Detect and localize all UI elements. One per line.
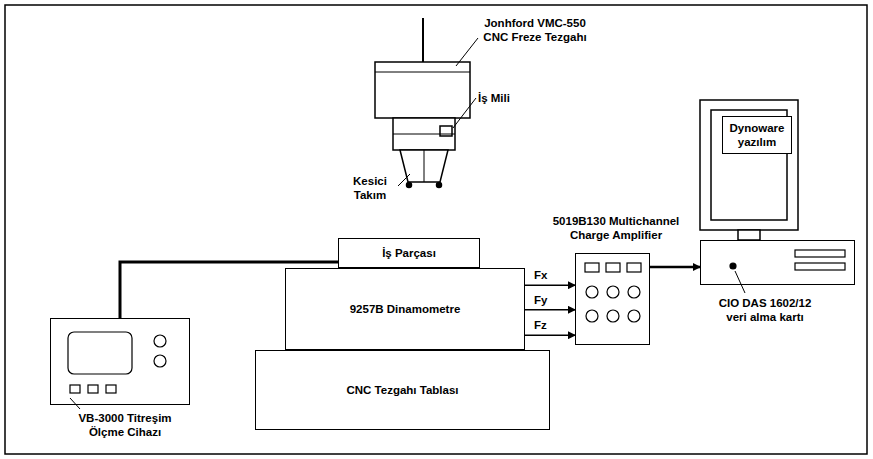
connector <box>525 334 575 336</box>
node-label: 5019B130 Multichannel Charge Amplifier <box>546 214 686 242</box>
node-label: VB-3000 Titreşim Ölçme Cihazı <box>69 411 181 439</box>
machine-table-box: CNC Tezgahı Tablası <box>255 350 550 430</box>
node-label: Dynoware yazılım <box>728 121 786 149</box>
spindle-label: İş Mili <box>478 91 538 105</box>
edge-label: Fz <box>533 319 548 332</box>
computer-case-details <box>730 250 845 270</box>
vibration-meter-details <box>68 332 166 393</box>
vibration-meter: VB-3000 Titreşim Ölçme Cihazı <box>50 318 190 405</box>
frame <box>5 5 867 454</box>
connector <box>650 266 700 269</box>
charge-amplifier: 5019B130 Multichannel Charge Amplifier <box>575 253 650 345</box>
dynamometer-box: 9257B Dinamometre <box>285 268 525 350</box>
amplifier-controls <box>585 263 641 322</box>
node-label: CIO DAS 1602/12 veri alma kartı <box>709 296 821 324</box>
edge-label: Fy <box>533 294 548 307</box>
node-label: 9257B Dinamometre <box>350 302 461 316</box>
connector <box>525 284 575 286</box>
workpiece-box: İş Parçası <box>338 238 480 268</box>
cnc-machine <box>375 18 470 188</box>
computer-case: CIO DAS 1602/12 veri alma kartı <box>700 240 855 285</box>
node-label: İş Parçası <box>382 246 436 260</box>
tool-label: Kesici Takım <box>345 174 395 202</box>
machine-label: Jonhford VMC-550 CNC Freze Tezgahı <box>478 16 592 44</box>
node-label: CNC Tezgahı Tablası <box>346 383 458 397</box>
edge-label: Fx <box>533 269 548 282</box>
connector <box>525 309 575 311</box>
computer-monitor <box>700 100 798 240</box>
software-screen-box: Dynoware yazılım <box>722 116 792 154</box>
